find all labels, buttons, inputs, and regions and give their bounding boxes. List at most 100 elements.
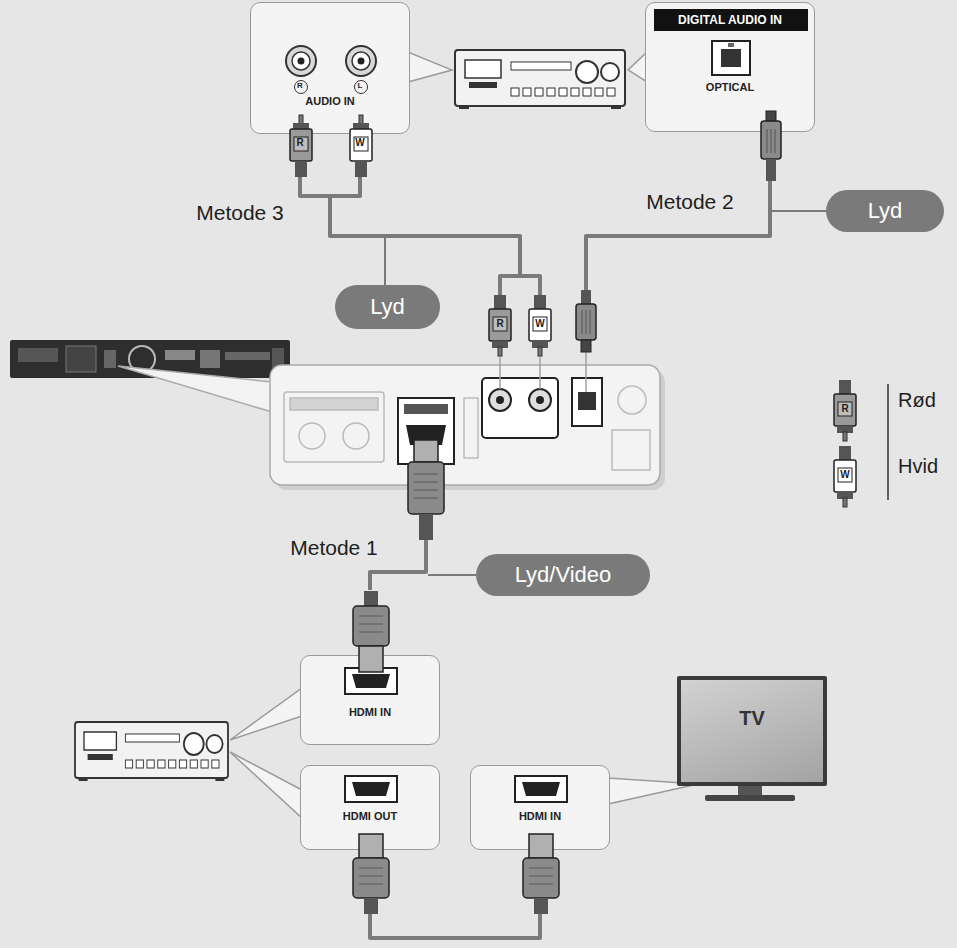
drawing-part [761,121,781,159]
node-text: HDMI OUT [343,810,397,823]
label-anchor: R [297,81,303,90]
drawing-part [290,129,312,161]
label-anchor: Metode 2 [646,190,734,214]
drawing-part [352,674,390,688]
drawing-part [350,129,372,161]
optical-jack [646,3,816,203]
signal-tag: Lyd [826,190,944,232]
node-text: TV [739,706,765,730]
drawing-part [295,161,307,177]
tv-screen: TV [677,676,827,786]
drawing-part [500,352,586,392]
drawing-part [330,196,520,276]
method-label: Metode 2 [646,190,734,214]
drawing-part [572,378,602,426]
drawing-part [270,365,660,485]
drawing-part [482,378,558,438]
drawing-part [464,398,478,458]
drawing-part [346,46,376,76]
drawing-part [534,898,548,914]
drawing-part [582,310,590,334]
drawing-part [419,514,433,540]
rear-panel [270,352,665,490]
drawing-part [529,389,551,411]
drawing-part [576,304,596,340]
drawing-part [523,858,559,898]
drawing-part [330,176,360,196]
drawing-part [352,52,370,70]
drawing-part [364,898,378,914]
rca-plug-red [290,115,312,177]
drawing-part [496,396,504,404]
drawing-part [358,58,365,65]
drawing-part [298,58,305,65]
callout-tail [230,688,302,740]
label-band [654,9,808,31]
callout-tail [230,752,302,818]
legend-text: Hvid [898,455,938,478]
label-anchor: W [355,137,364,149]
drawing-part [104,350,116,368]
rca-jack [286,46,316,76]
plug-letter: R [841,403,848,415]
drawing-part [529,868,553,884]
optical-plug [576,290,596,352]
callout-tail [408,52,452,82]
drawing-part [384,238,386,285]
method-label: Metode 3 [196,201,284,225]
drawing-part [370,540,426,590]
drawing-part [300,176,330,196]
node-text: HDMI IN [519,810,561,823]
drawing-part [359,616,383,632]
legend-anchor: Rød [898,389,936,412]
label-anchor: R [296,137,303,149]
plug-letter: W [535,318,544,330]
node-text: HDMI IN [349,706,391,719]
tv-stand [738,786,762,795]
jack-mark-ring [295,81,308,94]
legend-text: Rød [898,389,936,412]
port-callout: HDMI OUT [300,765,440,850]
drawing-part [299,423,325,449]
port-callout: HDMI IN [300,655,440,745]
rca-plug-white [350,115,372,177]
drawing-part [539,357,541,389]
drawing-part [66,346,96,372]
node-text: Lyd [868,198,903,224]
drawing-part [294,137,308,151]
hdmi-plug [353,834,389,914]
drawing-part [225,352,270,360]
drawing-part [428,574,476,576]
drawing-part [359,115,363,124]
optical-plug [761,111,781,181]
node-text: OPTICAL [706,81,754,94]
signal-tag: Lyd [335,285,440,329]
node-text: Lyd [370,294,405,320]
drawing-part [578,392,596,410]
rca-plug-white [529,295,551,356]
drawing-part [500,276,520,295]
label-anchor: Metode 3 [196,201,284,225]
label-anchor: W [535,318,544,330]
hdmi-in-port [471,766,611,851]
drawing-part [414,440,438,462]
jack-callout: AUDIO IN [250,2,410,134]
port-callout: HDMI IN [470,765,610,850]
hdmi-plug [523,834,559,914]
drawing-part [345,776,397,802]
drawing-part [359,646,383,672]
method-label: Metode 1 [290,536,378,560]
plug-letter: R [296,137,303,149]
drawing-part [728,43,734,47]
legend-divider [887,384,889,500]
label-anchor: L [358,81,363,90]
hdmi-plug [353,591,389,672]
drawing-part [766,159,776,181]
rca-plug-red [489,295,511,356]
drawing-part [404,404,448,414]
drawing-part [292,52,310,70]
jack-mark: L [358,81,363,90]
drawing-part [585,352,587,392]
callout-tail [118,366,272,412]
drawing-part [489,389,511,411]
